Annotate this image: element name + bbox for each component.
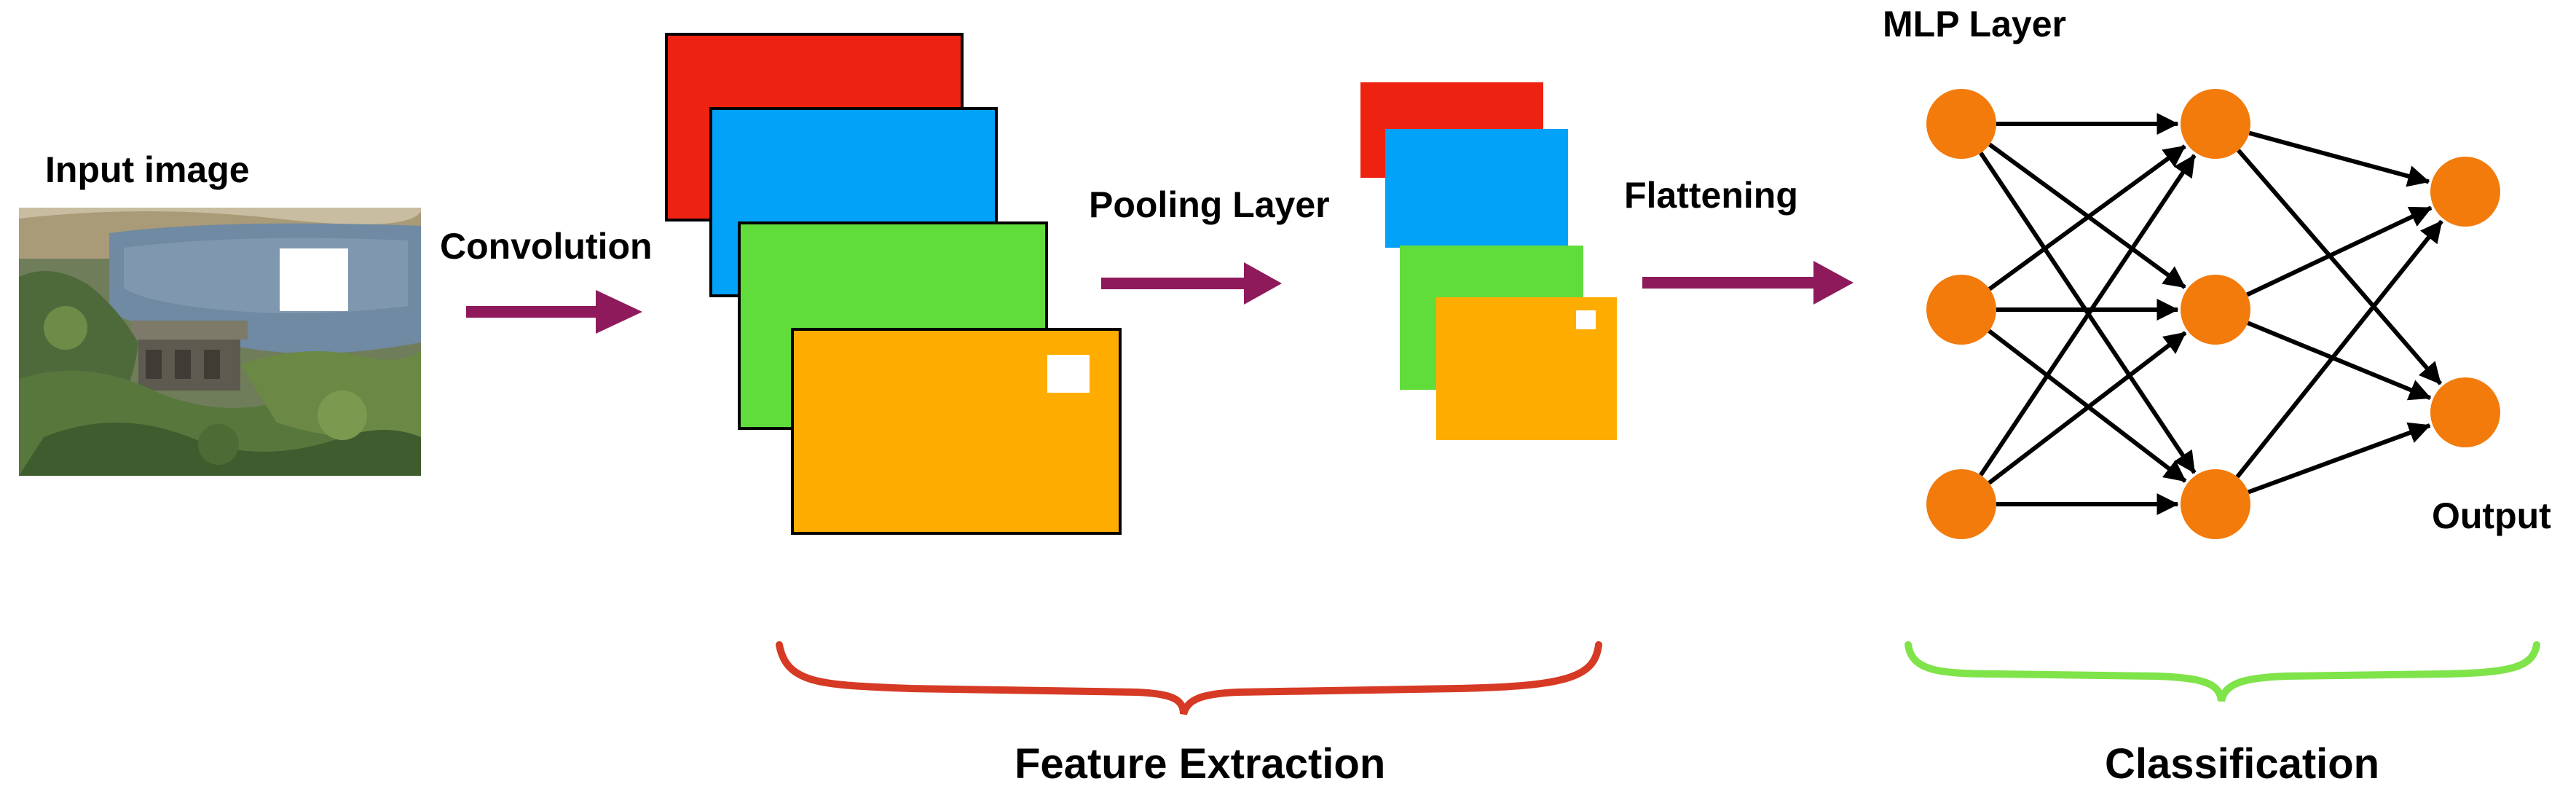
input-image-label: Input image (45, 149, 250, 190)
mlp-edge-1-2-0 (2235, 219, 2443, 479)
mlp-edges (1979, 113, 2443, 515)
mlp-node-2-1 (2430, 377, 2500, 447)
flattening-arrow (1642, 261, 1854, 305)
mlp-edge-0-2-0 (1979, 154, 2197, 477)
feature-extraction-label: Feature Extraction (1015, 740, 1385, 788)
feature-extraction-brace (776, 641, 1602, 715)
mlp-node-1-1 (2181, 275, 2250, 345)
pooling-layer-label: Pooling Layer (1089, 184, 1330, 225)
mlp-node-0-0 (1926, 89, 1996, 159)
mlp-edge-1-1-0 (2246, 205, 2433, 297)
input-image (19, 208, 421, 476)
pooling-arrow (1101, 262, 1282, 305)
mlp-edge-1-2-1 (2248, 422, 2431, 495)
mlp-node-0-1 (1926, 275, 1996, 345)
pooled-map-blue (1385, 129, 1568, 248)
mlp-edge-1-0-1 (2237, 149, 2443, 385)
mlp-nodes (1926, 89, 2500, 539)
mlp-node-1-2 (2181, 469, 2250, 539)
classification-brace (1905, 641, 2540, 702)
pooled-maps (1360, 82, 1617, 440)
mlp-layer-label: MLP Layer (1883, 4, 2066, 44)
mlp-edge-0-1-0 (1988, 144, 2186, 291)
convolution-arrow (466, 290, 642, 334)
mlp-edge-0-2-1 (1988, 331, 2187, 485)
convolution-label: Convolution (440, 226, 653, 267)
feature-maps (665, 33, 1122, 535)
mlp-edge-1-1-1 (2247, 321, 2432, 401)
mlp-edge-1-0-0 (2248, 130, 2430, 187)
mlp-node-1-0 (2181, 89, 2250, 159)
mlp-network (1926, 89, 2500, 539)
classification-label: Classification (2105, 740, 2379, 788)
flattening-label: Flattening (1624, 175, 1798, 216)
mlp-node-2-0 (2430, 157, 2500, 227)
output-label: Output (2432, 495, 2551, 536)
mlp-node-0-2 (1926, 469, 1996, 539)
